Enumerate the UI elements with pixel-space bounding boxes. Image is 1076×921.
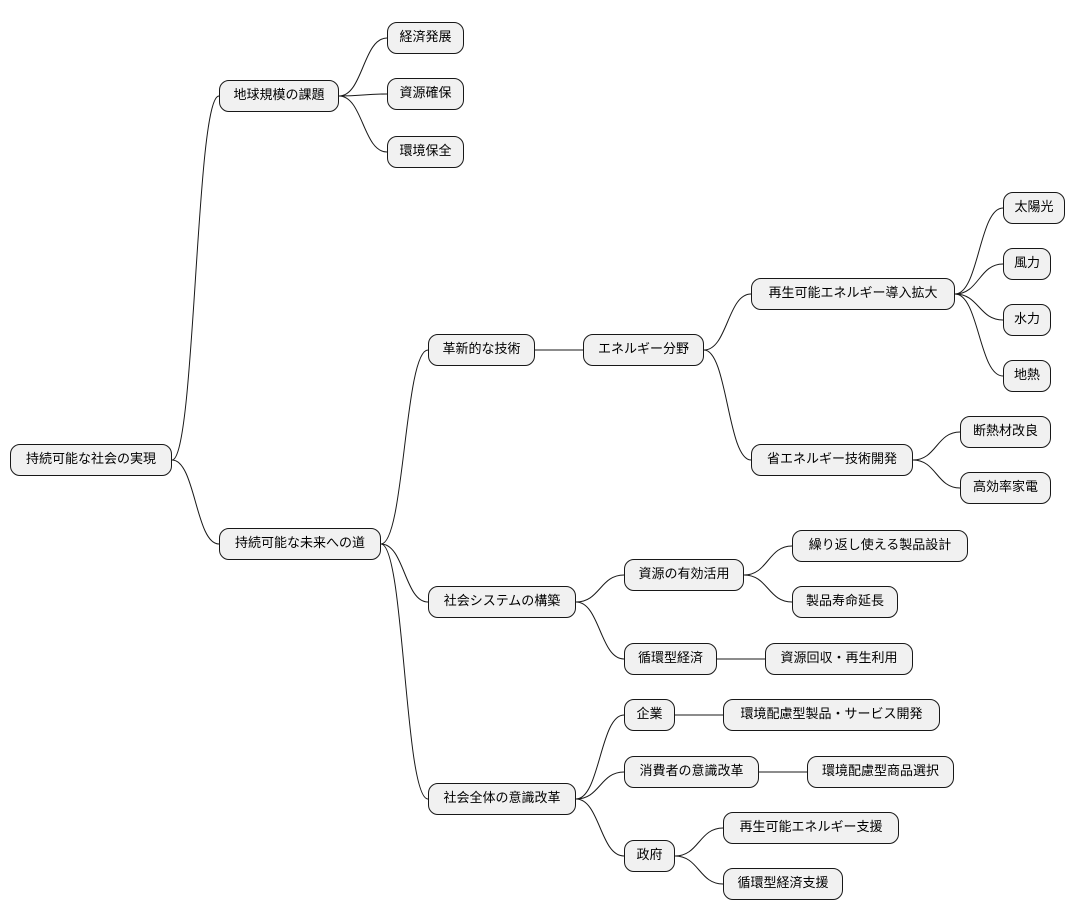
edge-sustainable-path-to-society-awareness	[380, 543, 429, 800]
node-hydro: 水力	[1003, 304, 1051, 336]
node-reusable-design: 繰り返し使える製品設計	[792, 530, 968, 562]
edge-root-to-global-challenges	[171, 95, 220, 461]
node-product-lifespan: 製品寿命延長	[792, 586, 898, 618]
node-eco-products: 環境配慮型製品・サービス開発	[723, 699, 940, 731]
node-efficient-appliances: 高効率家電	[960, 472, 1051, 504]
edge-sustainable-path-to-innovative-technology	[380, 349, 429, 545]
edge-renewable-expansion-to-wind	[954, 263, 1004, 295]
node-innovative-technology: 革新的な技術	[428, 334, 535, 366]
edge-global-challenges-to-economic-development	[338, 37, 388, 97]
node-solar: 太陽光	[1003, 192, 1065, 224]
node-renewable-expansion: 再生可能エネルギー導入拡大	[751, 278, 955, 310]
node-energy-field: エネルギー分野	[583, 334, 704, 366]
edge-social-system-to-resource-utilization	[575, 574, 625, 603]
edge-society-awareness-to-consumer-awareness	[575, 771, 625, 800]
node-resource-utilization: 資源の有効活用	[624, 559, 744, 591]
node-insulation: 断熱材改良	[960, 416, 1051, 448]
edge-society-awareness-to-government	[575, 798, 625, 857]
node-wind: 風力	[1003, 248, 1051, 280]
edge-government-to-circular-support	[674, 855, 724, 885]
node-company: 企業	[624, 699, 675, 731]
edge-resource-utilization-to-product-lifespan	[743, 574, 793, 603]
edge-global-challenges-to-resource-security	[338, 93, 388, 97]
node-resource-security: 資源確保	[387, 78, 464, 110]
edge-society-awareness-to-company	[575, 714, 625, 800]
node-society-awareness: 社会全体の意識改革	[428, 783, 576, 815]
node-global-challenges: 地球規模の課題	[219, 80, 339, 112]
node-environmental-protection: 環境保全	[387, 136, 464, 168]
edge-renewable-expansion-to-solar	[954, 207, 1004, 295]
node-government: 政府	[624, 840, 675, 872]
node-resource-recycling: 資源回収・再生利用	[765, 643, 913, 675]
edge-social-system-to-circular-economy	[575, 601, 625, 660]
node-consumer-awareness: 消費者の意識改革	[624, 756, 759, 788]
node-sustainable-path: 持続可能な未来への道	[219, 528, 381, 560]
node-circular-economy: 循環型経済	[624, 643, 717, 675]
node-eco-choice: 環境配慮型商品選択	[807, 756, 954, 788]
edge-energy-field-to-energy-saving	[703, 349, 752, 461]
node-root: 持続可能な社会の実現	[10, 444, 172, 476]
node-geothermal: 地熱	[1003, 360, 1051, 392]
node-social-system: 社会システムの構築	[428, 586, 576, 618]
edge-energy-saving-to-efficient-appliances	[912, 459, 961, 489]
edge-sustainable-path-to-social-system	[380, 543, 429, 603]
node-energy-saving: 省エネルギー技術開発	[751, 444, 913, 476]
edge-resource-utilization-to-reusable-design	[743, 545, 793, 576]
node-renewable-support: 再生可能エネルギー支援	[723, 812, 899, 844]
edge-global-challenges-to-environmental-protection	[338, 95, 388, 153]
node-economic-development: 経済発展	[387, 22, 464, 54]
edge-energy-field-to-renewable-expansion	[703, 293, 752, 351]
edge-renewable-expansion-to-geothermal	[954, 293, 1004, 377]
edge-energy-saving-to-insulation	[912, 431, 961, 461]
node-circular-support: 循環型経済支援	[723, 868, 843, 900]
edge-government-to-renewable-support	[674, 827, 724, 857]
edge-root-to-sustainable-path	[171, 459, 220, 545]
edge-renewable-expansion-to-hydro	[954, 293, 1004, 321]
